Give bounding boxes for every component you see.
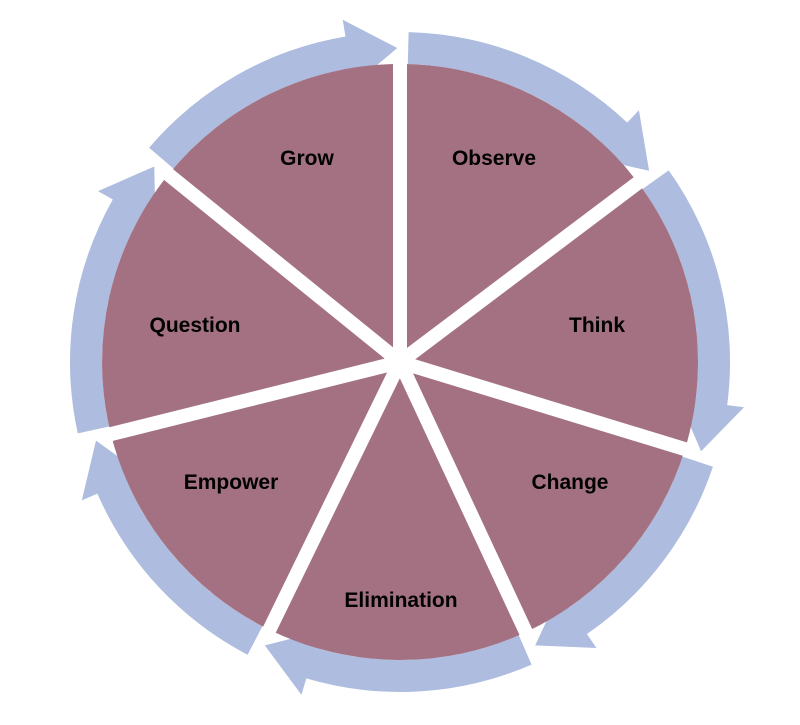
cycle-arrow-icon	[407, 32, 650, 171]
cycle-arrow-icon	[642, 170, 744, 452]
segment-labels: Observe Think Change Elimination Empower…	[149, 147, 625, 612]
segment-label-empower: Empower	[184, 471, 279, 494]
segment-separator	[261, 358, 407, 637]
segment-separator	[395, 174, 646, 368]
cycle-arrows	[69, 19, 744, 695]
segment-separator	[397, 355, 691, 457]
segment-wedge-question	[102, 174, 401, 435]
segment-separator	[105, 355, 402, 442]
segment-wedges	[102, 60, 699, 660]
segment-separator	[393, 359, 534, 639]
cycle-arrow-icon	[149, 19, 398, 169]
cycle-arrow-icon	[535, 456, 713, 648]
segment-label-change: Change	[531, 471, 608, 494]
segment-separator	[160, 166, 405, 368]
segment-label-grow: Grow	[280, 147, 334, 170]
segment-wedge-elimination	[269, 362, 526, 660]
segment-label-elimination: Elimination	[344, 589, 457, 612]
segment-label-observe: Observe	[452, 147, 536, 170]
segment-label-question: Question	[149, 314, 240, 337]
segment-wedge-observe	[400, 64, 638, 362]
cycle-arrow-icon	[69, 166, 156, 434]
segment-wedge-grow	[168, 64, 400, 362]
cycle-arrow-icon	[81, 440, 263, 655]
segment-wedge-empower	[110, 362, 401, 630]
cycle-arrow-icon	[264, 631, 532, 695]
segment-label-think: Think	[569, 314, 625, 337]
center-hub	[388, 350, 412, 374]
